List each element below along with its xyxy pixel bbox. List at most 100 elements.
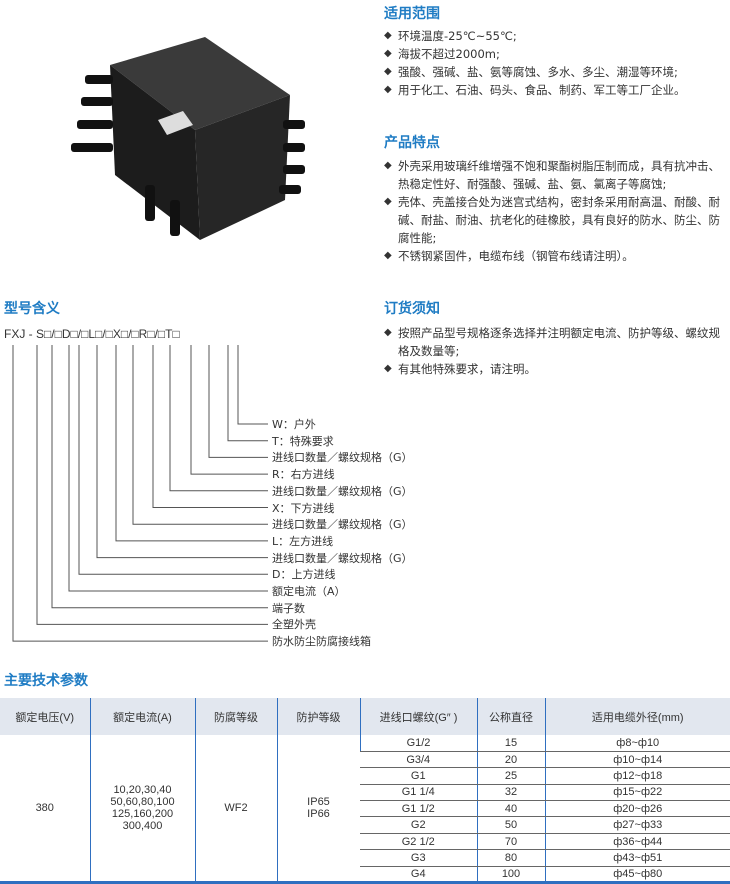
current-line: 50,60,80,100 — [110, 796, 175, 808]
leader-line — [190, 345, 268, 475]
leader-line — [169, 345, 268, 492]
current-line: 125,160,200 — [111, 808, 174, 820]
model-code: FXJ - S□/□D□/□L□/□X□/□R□/□T□ — [4, 327, 180, 341]
leader-line — [208, 345, 268, 458]
scope-list: 环境温度-25℃~55℃; 海拔不超过2000m; 强酸、强碱、盐、氨等腐蚀、多… — [384, 27, 729, 99]
leader-line — [152, 345, 268, 508]
protection-line: IP65 — [307, 796, 330, 808]
table-cell: ф45~ф80 — [544, 866, 730, 884]
model-label: 进线口数量／螺纹规格（G） — [272, 484, 413, 498]
model-label: W：户外 — [272, 418, 316, 431]
model-label: 防水防尘防腐接线箱 — [272, 635, 371, 649]
table-cell: G1 1/2 — [360, 800, 477, 818]
table-cell: G3 — [360, 849, 477, 867]
product-image — [71, 37, 305, 240]
table-cell: 20 — [476, 751, 545, 769]
list-item: 用于化工、石油、码头、食品、制药、军工等工厂企业。 — [384, 81, 729, 99]
list-item: 外壳采用玻璃纤维增强不饱和聚酯树脂压制而成，具有抗冲击、热稳定性好、耐强酸、强碱… — [384, 157, 729, 193]
table-cell: G4 — [360, 866, 477, 884]
model-label: R：右方进线 — [272, 468, 335, 482]
table-cell: G2 1/2 — [360, 833, 477, 851]
model-label: 进线口数量／螺纹规格（G） — [272, 518, 413, 532]
list-item: 不锈钢紧固件，电缆布线（钢管布线请注明）。 — [384, 247, 729, 265]
table-cell: 15 — [476, 735, 545, 752]
features-title: 产品特点 — [384, 135, 440, 151]
list-item: 有其他特殊要求，请注明。 — [384, 360, 729, 378]
table-cell: ф27~ф33 — [544, 816, 730, 834]
list-item: 环境温度-25℃~55℃; — [384, 27, 729, 45]
table-cell: 32 — [476, 784, 545, 802]
leader-line — [96, 345, 268, 559]
model-label: L：左方进线 — [272, 534, 334, 548]
table-cell: G1/2 — [359, 735, 477, 752]
leader-line — [237, 345, 268, 425]
current-line: 300,400 — [122, 820, 163, 832]
table-cell: ф43~ф51 — [544, 849, 730, 867]
ordering-title: 订货须知 — [384, 301, 440, 317]
model-label: 全塑外壳 — [272, 618, 316, 632]
table-cell: ф12~ф18 — [544, 767, 730, 785]
table-cell: ф36~ф44 — [544, 833, 730, 851]
model-label: X：下方进线 — [272, 501, 335, 515]
col-header: 适用电缆外径(mm) — [544, 698, 730, 735]
col-header: 额定电流(A) — [89, 698, 195, 735]
ordering-list: 按照产品型号规格逐条选择并注明额定电流、防护等级、螺纹规格及数量等; 有其他特殊… — [384, 324, 729, 378]
list-item: 壳体、壳盖接合处为迷宫式结构，密封条采用耐高温、耐酸、耐碱、耐盐、耐油、抗老化的… — [384, 193, 729, 247]
col-header: 公称直径 — [476, 698, 545, 735]
scope-title: 适用范围 — [384, 6, 440, 22]
list-item: 按照产品型号规格逐条选择并注明额定电流、防护等级、螺纹规格及数量等; — [384, 324, 729, 360]
model-label: T：特殊要求 — [272, 434, 334, 448]
anticorrosion-cell: WF2 — [194, 735, 277, 884]
leader-line — [51, 345, 268, 609]
protection-line: IP66 — [307, 808, 330, 820]
table-cell: ф8~ф10 — [544, 735, 730, 752]
leader-line — [132, 345, 268, 525]
list-item: 海拔不超过2000m; — [384, 45, 729, 63]
table-cell: G3/4 — [360, 751, 477, 769]
table-cell: ф10~ф14 — [544, 751, 730, 769]
specs-title: 主要技术参数 — [4, 673, 88, 689]
table-cell: ф15~ф22 — [544, 784, 730, 802]
model-label: 端子数 — [272, 601, 305, 615]
leader-line — [227, 345, 268, 442]
col-header: 防腐等级 — [194, 698, 277, 735]
specs-table: 额定电压(V) 额定电流(A) 防腐等级 防护等级 进线口螺纹(G″ ) 公称直… — [0, 698, 730, 884]
voltage-cell: 380 — [0, 735, 90, 884]
table-cell: 70 — [476, 833, 545, 851]
table-cell: 100 — [476, 866, 545, 884]
table-cell: G2 — [360, 816, 477, 834]
leader-line — [12, 345, 268, 642]
table-cell: 40 — [476, 800, 545, 818]
model-label: D：上方进线 — [272, 568, 336, 582]
list-item: 强酸、强碱、盐、氨等腐蚀、多水、多尘、潮湿等环境; — [384, 63, 729, 81]
col-header: 防护等级 — [276, 698, 360, 735]
leader-line — [68, 345, 268, 592]
table-cell: 25 — [476, 767, 545, 785]
model-title: 型号含义 — [4, 301, 60, 317]
features-list: 外壳采用玻璃纤维增强不饱和聚酯树脂压制而成，具有抗冲击、热稳定性好、耐强酸、强碱… — [384, 157, 729, 265]
table-cell: G1 1/4 — [360, 784, 477, 802]
current-line: 10,20,30,40 — [113, 784, 172, 796]
leader-line — [36, 345, 268, 625]
model-leader-lines — [12, 345, 268, 642]
col-header: 进线口螺纹(G″ ) — [359, 698, 477, 735]
table-cell: 80 — [476, 849, 545, 867]
table-cell: ф20~ф26 — [544, 800, 730, 818]
model-label: 进线口数量／螺纹规格（G） — [272, 551, 413, 565]
model-label: 进线口数量／螺纹规格（G） — [272, 451, 413, 465]
table-cell: 50 — [476, 816, 545, 834]
table-cell: G1 — [360, 767, 477, 785]
col-header: 额定电压(V) — [0, 698, 90, 735]
leader-line — [78, 345, 268, 575]
